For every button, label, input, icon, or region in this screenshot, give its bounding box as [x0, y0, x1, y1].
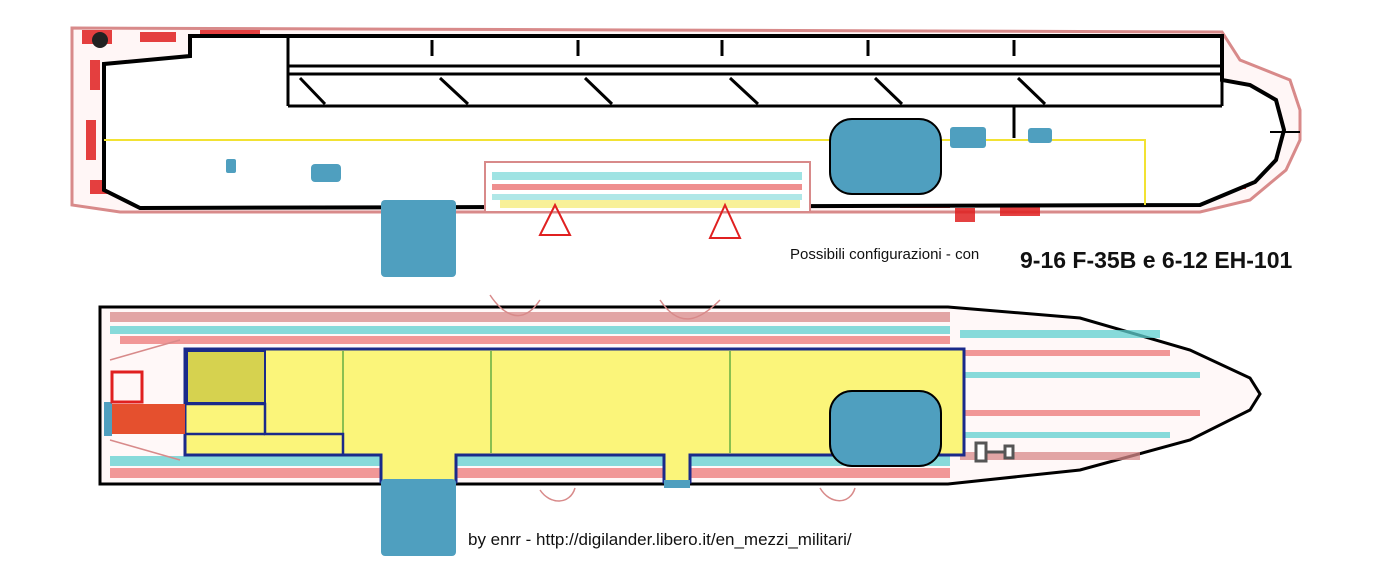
workshop-zone [186, 350, 266, 404]
hangar-area [183, 347, 966, 484]
hangar-details [110, 312, 1200, 478]
flight-deck-outline [102, 34, 1287, 211]
elevator-marker [829, 390, 942, 467]
flight-deck-dark-mark [92, 32, 108, 48]
flight-deck-plan [70, 26, 1302, 277]
island-superstructure [484, 161, 811, 239]
flight-deck-elevators [226, 118, 1052, 277]
hangar-deck-plan [98, 294, 1262, 556]
deck-line [104, 139, 1146, 205]
elevator-marker [381, 200, 456, 277]
elevator-marker [829, 118, 942, 195]
elevator-marker [381, 479, 456, 556]
caption-prefix: Possibili configurazioni - con [790, 246, 980, 263]
caption-configuration: 9-16 F-35B e 6-12 EH-101 [1020, 247, 1293, 273]
aft-zone [110, 404, 185, 434]
parking-lanes [286, 36, 1224, 138]
author-credit: by enrr - http://digilander.libero.it/en… [468, 530, 852, 549]
anchor-marker [974, 441, 1015, 463]
hangar-elevators [381, 390, 942, 556]
hangar-fine-lines [109, 294, 856, 502]
